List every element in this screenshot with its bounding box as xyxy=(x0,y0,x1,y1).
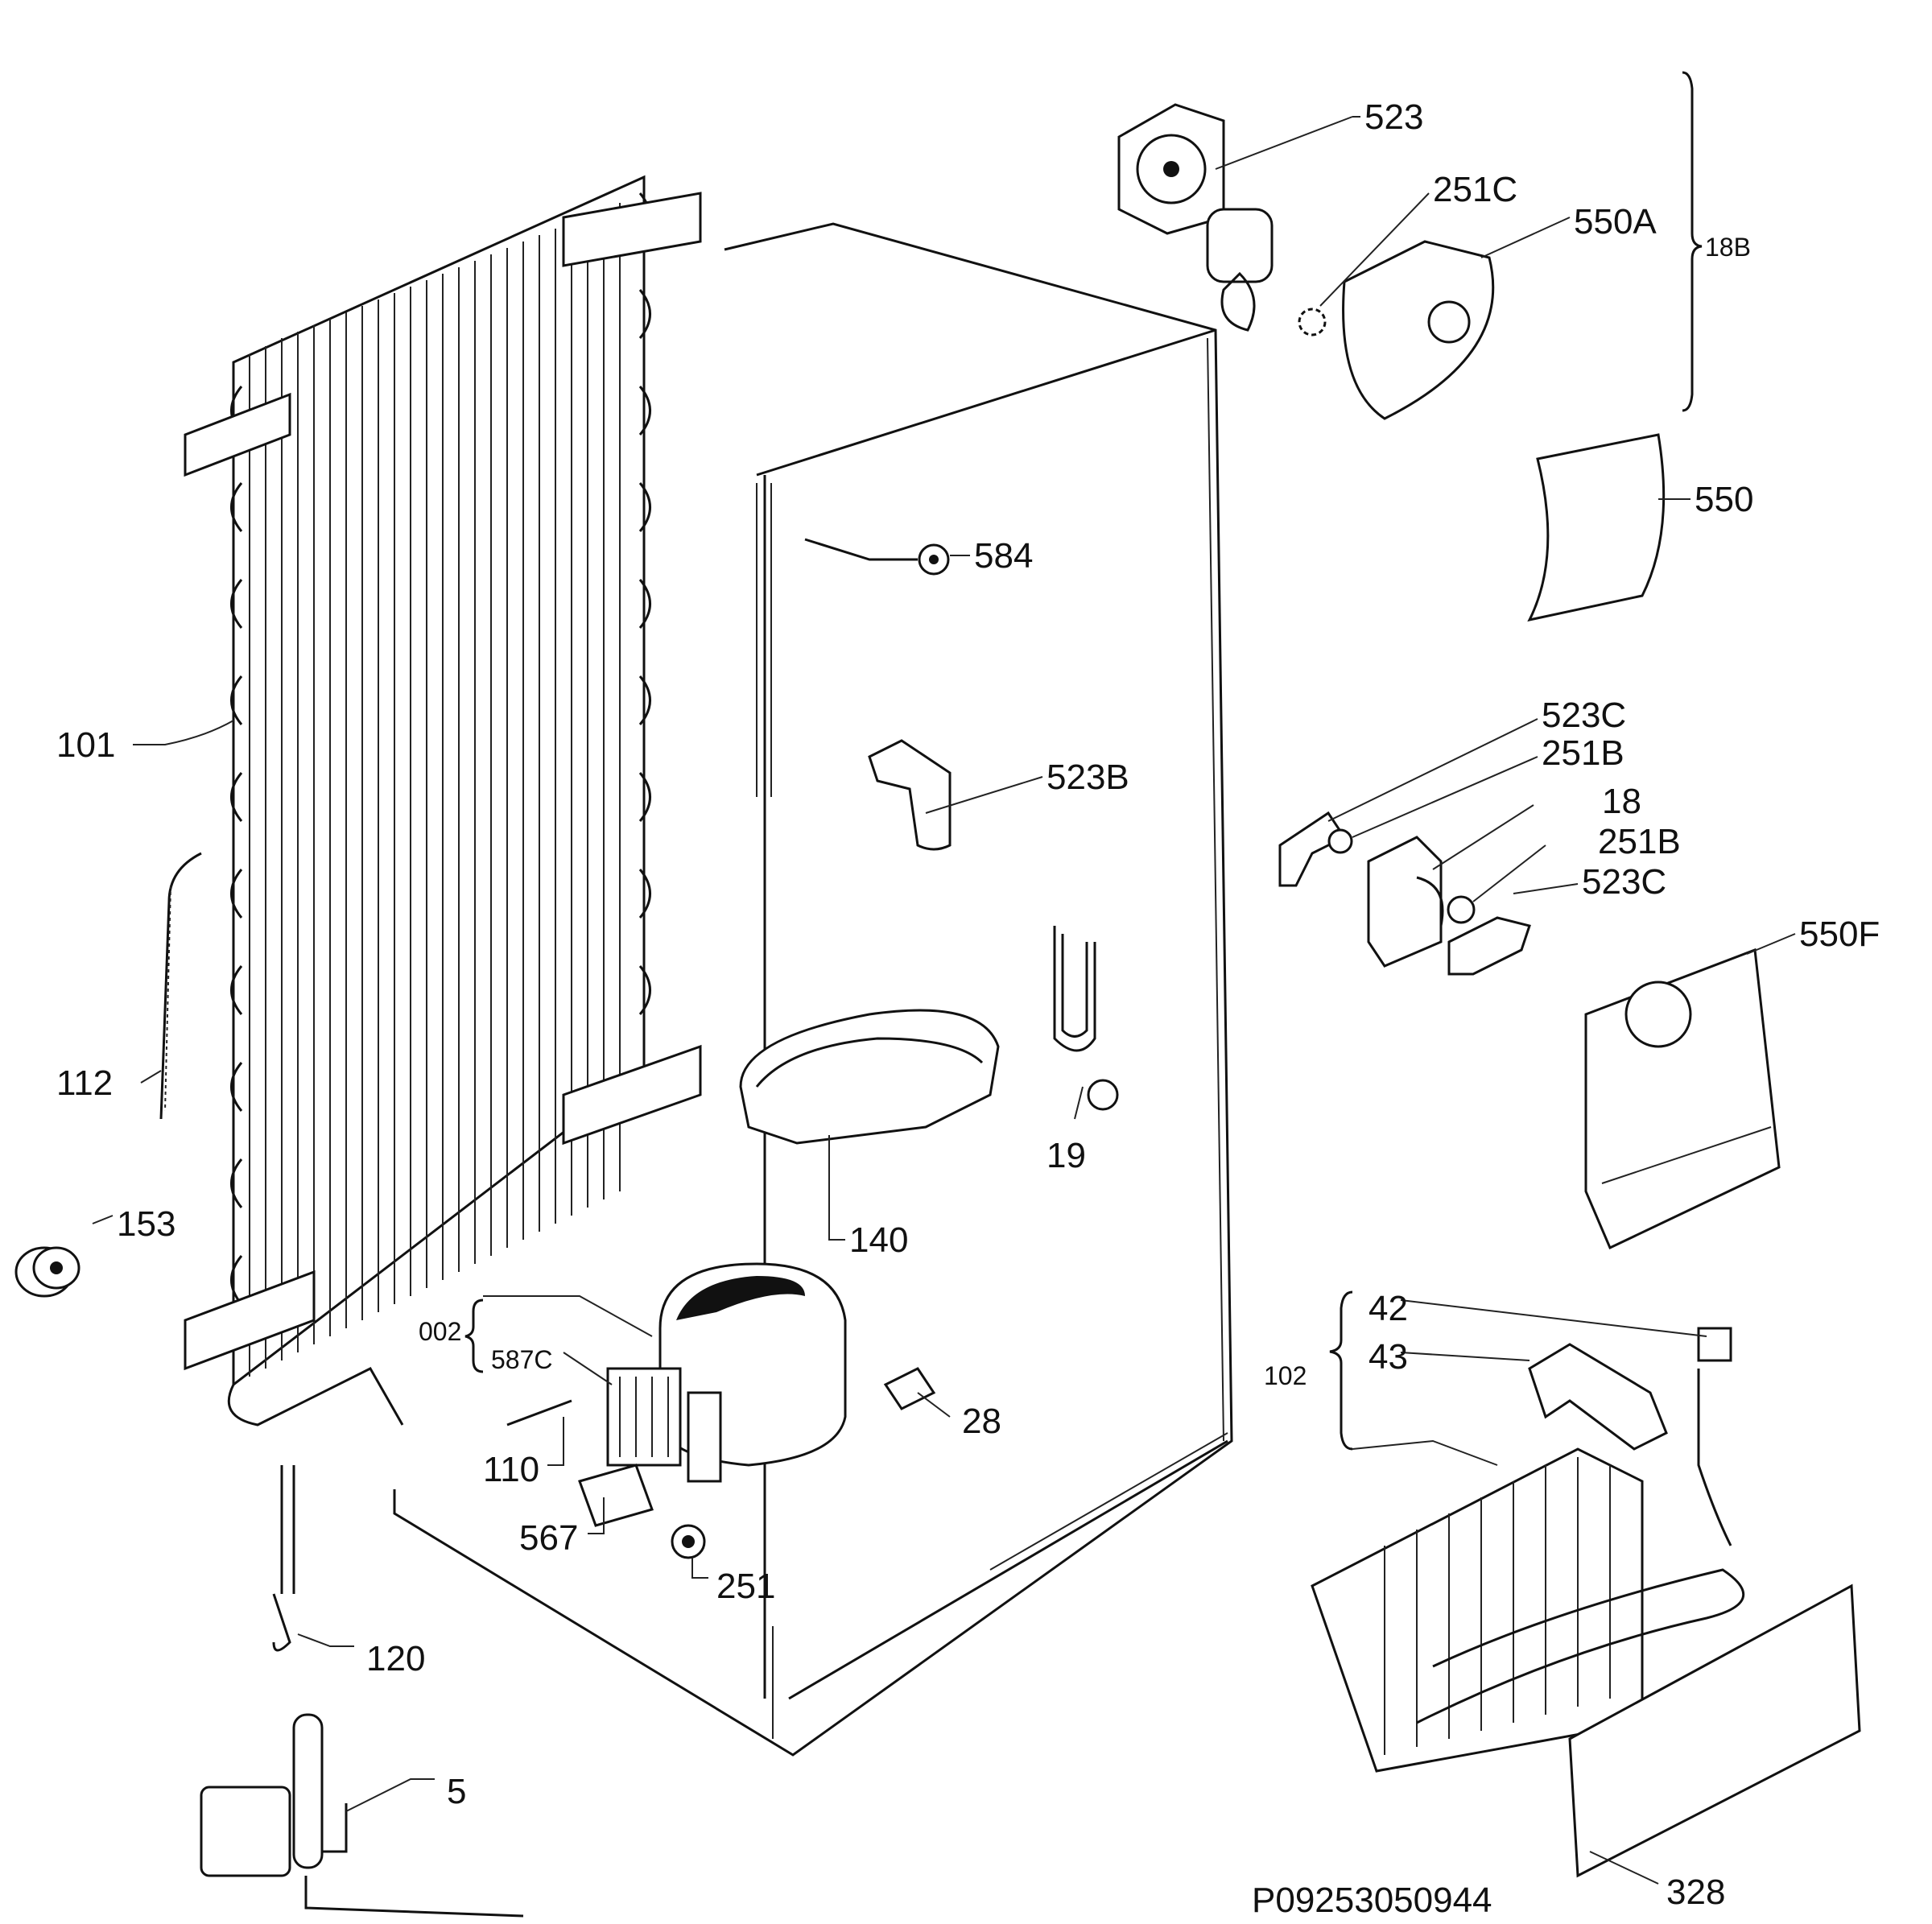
label-567: 567 xyxy=(519,1518,578,1558)
fan-motor-part xyxy=(1206,208,1274,332)
label-110: 110 xyxy=(483,1450,539,1489)
label-251: 251 xyxy=(716,1567,775,1606)
drip-tray-140 xyxy=(739,1009,1000,1145)
label-19: 19 xyxy=(1046,1136,1086,1175)
fan-cover-550A xyxy=(1342,240,1495,420)
label-18B: 18B xyxy=(1705,233,1751,262)
starter-relay-587C xyxy=(606,1367,722,1483)
condenser-wires xyxy=(249,203,621,1377)
label-523C-top: 523C xyxy=(1542,696,1626,735)
condenser-serpentine-tube xyxy=(227,192,651,1426)
label-153: 153 xyxy=(117,1204,175,1244)
thermostat-43 xyxy=(1528,1343,1668,1451)
fan-motor-18 xyxy=(1367,836,1444,968)
gear-251C xyxy=(1298,308,1327,336)
thermostat-584 xyxy=(804,538,950,576)
label-18: 18 xyxy=(1602,782,1641,821)
label-550F: 550F xyxy=(1799,915,1880,954)
drier-valve-5 xyxy=(200,1713,524,1918)
label-43: 43 xyxy=(1368,1337,1408,1377)
label-523B: 523B xyxy=(1046,758,1129,797)
clip-110 xyxy=(506,1399,572,1426)
holder-523B xyxy=(868,739,952,851)
label-101: 101 xyxy=(56,725,115,765)
bracket-523C-bottom xyxy=(1447,916,1531,976)
label-251B-bottom: 251B xyxy=(1598,822,1681,861)
label-587C: 587C xyxy=(491,1345,553,1374)
label-584: 584 xyxy=(974,536,1033,576)
bracket-523C-top xyxy=(1278,811,1347,887)
condenser-101 xyxy=(184,175,702,1426)
plate-567 xyxy=(578,1464,654,1527)
label-28: 28 xyxy=(962,1402,1001,1441)
clip-28 xyxy=(883,1367,936,1410)
label-251C: 251C xyxy=(1433,170,1517,209)
label-120: 120 xyxy=(366,1639,425,1678)
label-251B-top: 251B xyxy=(1542,733,1624,773)
nut-251 xyxy=(671,1524,706,1559)
heater-19 xyxy=(1053,926,1119,1111)
evaporator-102 xyxy=(1311,1369,1745,1773)
part-labels: 523 251C 550A 18B 550 584 101 523B 523C … xyxy=(56,97,1880,1912)
label-523: 523 xyxy=(1364,97,1423,137)
grommet-153 xyxy=(14,1246,80,1298)
diagram-code: P09253050944 xyxy=(1252,1881,1492,1920)
cabinet-body xyxy=(393,222,1233,1757)
cover-550 xyxy=(1527,433,1666,622)
leader-lines xyxy=(92,116,1796,1885)
label-523C-bottom: 523C xyxy=(1582,862,1666,902)
bearing-251B-top xyxy=(1327,828,1353,854)
fan-panel-550F xyxy=(1584,948,1781,1250)
condenser-brackets xyxy=(184,192,702,1371)
panel-328 xyxy=(1568,1583,1861,1878)
label-102: 102 xyxy=(1264,1361,1307,1390)
label-42: 42 xyxy=(1368,1289,1408,1328)
label-140: 140 xyxy=(849,1220,908,1260)
fan-housing-523 xyxy=(1117,103,1225,235)
label-5: 5 xyxy=(447,1772,466,1811)
label-112: 112 xyxy=(56,1063,113,1103)
label-328: 328 xyxy=(1666,1872,1725,1912)
bracket-18B xyxy=(1682,71,1703,412)
sensor-42 xyxy=(1697,1327,1732,1362)
bracket-102 xyxy=(1329,1290,1353,1451)
bearing-251B-bottom xyxy=(1447,895,1476,924)
tube-112 xyxy=(159,852,202,1120)
label-550A: 550A xyxy=(1574,202,1657,242)
label-002: 002 xyxy=(419,1317,461,1346)
sensor-120 xyxy=(272,1465,295,1652)
label-550: 550 xyxy=(1695,480,1753,519)
